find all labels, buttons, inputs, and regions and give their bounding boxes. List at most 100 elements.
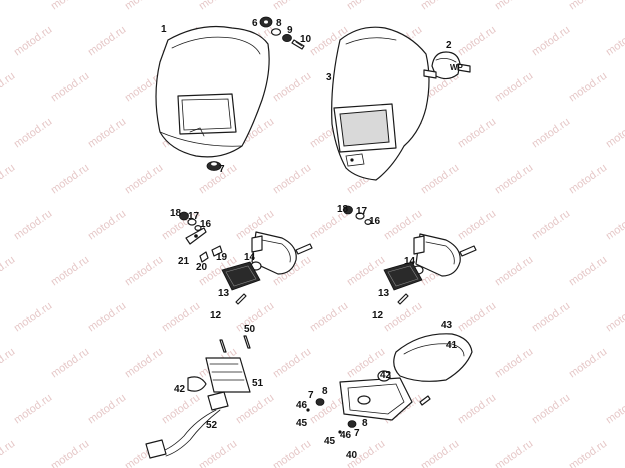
label-part-42-tail: 42: [380, 370, 392, 381]
watermark-text: motod.ru: [567, 346, 609, 381]
watermark-text: motod.ru: [12, 24, 54, 59]
watermark-text: motod.ru: [0, 162, 17, 197]
watermark-text: motod.ru: [123, 346, 165, 381]
watermark-text: motod.ru: [419, 162, 461, 197]
watermark-text: motod.ru: [567, 70, 609, 105]
watermark-text: motod.ru: [86, 116, 128, 151]
label-right-13: 13: [378, 288, 390, 299]
watermark-text: motod.ru: [567, 162, 609, 197]
watermark-text: motod.ru: [308, 300, 350, 335]
label-part-8: 8: [276, 18, 282, 29]
watermark-text: motod.ru: [12, 392, 54, 427]
watermark-text: motod.ru: [604, 300, 625, 335]
watermark-text: motod.ru: [604, 24, 625, 59]
watermark-text: motod.ru: [197, 0, 239, 12]
label-right-14: 14: [404, 256, 416, 267]
label-left-14: 14: [244, 252, 256, 263]
watermark-text: motod.ru: [160, 392, 202, 427]
watermark-text: motod.ru: [86, 24, 128, 59]
label-right-18: 18: [337, 204, 349, 215]
watermark-text: motod.ru: [0, 70, 17, 105]
label-part-1: 1: [161, 24, 167, 35]
watermark-text: motod.ru: [12, 116, 54, 151]
watermark-text: motod.ru: [419, 0, 461, 12]
label-part-7-b: 7: [354, 428, 360, 439]
watermark-text: motod.ru: [271, 70, 313, 105]
label-left-16: 16: [200, 219, 212, 230]
tail-light-assembly: [306, 333, 473, 434]
watermark-text: motod.ru: [123, 162, 165, 197]
label-part-8-b: 8: [362, 418, 368, 429]
watermark-text: motod.ru: [49, 0, 91, 12]
label-part-42: 42: [174, 384, 186, 395]
watermark-text: motod.ru: [49, 346, 91, 381]
clamp-part-2: [423, 51, 471, 80]
watermark-text: motod.ru: [234, 392, 276, 427]
label-part-8-tail: 8: [322, 386, 328, 397]
label-part-7-tail: 7: [308, 390, 314, 401]
label-left-18: 18: [170, 208, 182, 219]
label-part-6: 6: [252, 18, 258, 29]
watermark-text: motod.ru: [567, 438, 609, 468]
indicator-right-front: [343, 205, 477, 305]
label-part-52: 52: [206, 420, 218, 431]
watermark-text: motod.ru: [567, 0, 609, 12]
watermark-text: motod.ru: [345, 254, 387, 289]
watermark-text: motod.ru: [49, 162, 91, 197]
label-left-17: 17: [188, 211, 200, 222]
watermark-text: motod.ru: [86, 392, 128, 427]
mask-hardware: [259, 16, 305, 50]
watermark-text: motod.ru: [493, 70, 535, 105]
grommet-part-7: [206, 161, 222, 171]
watermark-text: motod.ru: [0, 0, 17, 12]
watermark-text: motod.ru: [604, 392, 625, 427]
watermark-text: motod.ru: [493, 162, 535, 197]
watermark-text: motod.ru: [604, 116, 625, 151]
label-right-12: 12: [372, 310, 384, 321]
watermark-text: motod.ru: [0, 254, 17, 289]
watermark-text: motod.ru: [49, 254, 91, 289]
watermark-text: motod.ru: [123, 254, 165, 289]
label-left-21: 21: [178, 256, 190, 267]
watermark-text: motod.ru: [382, 300, 424, 335]
label-part-46-b: 46: [340, 430, 352, 441]
watermark-text: motod.ru: [456, 300, 498, 335]
headlight-mask-front: [155, 25, 270, 158]
watermark-text: motod.ru: [12, 300, 54, 335]
watermark-text: motod.ru: [530, 208, 572, 243]
watermark-text: motod.ru: [456, 208, 498, 243]
watermark-text: motod.ru: [530, 24, 572, 59]
watermark-text: motod.ru: [197, 438, 239, 468]
plate-lamp-assembly: [145, 335, 251, 459]
watermark-text: motod.ru: [86, 208, 128, 243]
part-labels: 1 2 3 WP 6 8 9 10 7 18 17 16 21 20 19 14…: [161, 18, 464, 461]
watermark-text: motod.ru: [530, 116, 572, 151]
watermark-text: motod.ru: [49, 70, 91, 105]
watermark-text: motod.ru: [567, 254, 609, 289]
watermark-text: motod.ru: [271, 162, 313, 197]
label-part-2: 2: [446, 40, 452, 51]
watermark-text: motod.ru: [456, 116, 498, 151]
watermark-text: motod.ru: [0, 438, 17, 468]
indicator-left-front: [179, 211, 313, 305]
watermark-text: motod.ru: [271, 438, 313, 468]
label-right-17: 17: [356, 206, 368, 217]
label-left-20: 20: [196, 262, 208, 273]
label-part-51: 51: [252, 378, 264, 389]
watermark-text: motod.ru: [271, 346, 313, 381]
watermark-text: motod.ru: [530, 300, 572, 335]
watermark-text: motod.ru: [493, 346, 535, 381]
watermark-text: motod.ru: [530, 392, 572, 427]
label-left-12: 12: [210, 310, 222, 321]
headlight-mask-rear: [331, 26, 430, 181]
label-part-40: 40: [346, 450, 358, 461]
label-part-46: 46: [296, 400, 308, 411]
label-part-10: 10: [300, 34, 312, 45]
watermark-text: motod.ru: [456, 24, 498, 59]
watermark-text: motod.ru: [493, 0, 535, 12]
watermark-text: motod.ru: [604, 208, 625, 243]
label-part-43: 43: [441, 320, 453, 331]
watermark-text: motod.ru: [49, 438, 91, 468]
label-part-7: 7: [219, 164, 225, 175]
